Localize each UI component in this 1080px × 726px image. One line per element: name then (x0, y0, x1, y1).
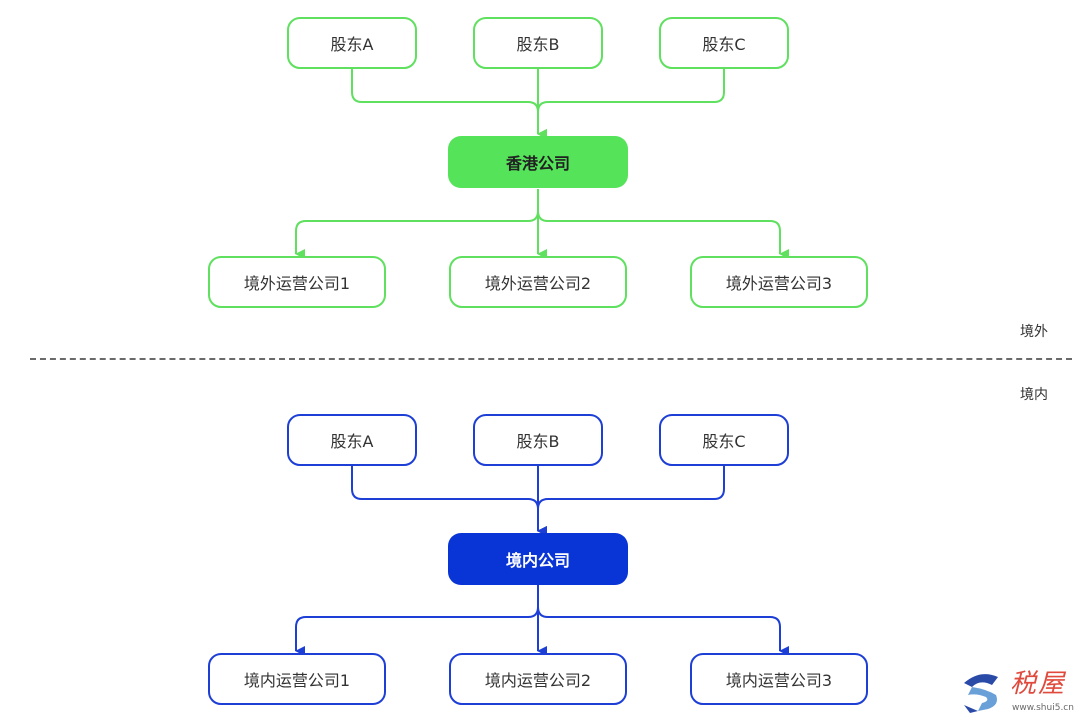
domestic-shareholder-b: 股东B (473, 414, 603, 466)
connector-shareholder-a-to-domestic (351, 466, 547, 536)
domestic-operating-company-3: 境内运营公司3 (690, 653, 868, 705)
region-label-domestic: 境内 (1020, 387, 1048, 403)
overseas-operating-company-1: 境外运营公司1 (208, 256, 386, 308)
watermark-url: www.shui5.cn (1012, 703, 1074, 713)
overseas-operating-company-3: 境外运营公司3 (690, 256, 868, 308)
overseas-shareholder-a: 股东A (287, 17, 417, 69)
overseas-shareholder-b: 股东B (473, 17, 603, 69)
connector-domestic-to-op3 (537, 585, 789, 656)
overseas-shareholder-c: 股东C (659, 17, 789, 69)
domestic-shareholder-a: 股东A (287, 414, 417, 466)
connector-shareholder-a-to-hk (351, 69, 547, 139)
domestic-company-node: 境内公司 (448, 533, 628, 585)
watermark-text: 税屋 (1010, 669, 1067, 699)
domestic-operating-company-2: 境内运营公司2 (449, 653, 627, 705)
border-divider (30, 358, 1072, 360)
domestic-operating-company-1: 境内运营公司1 (208, 653, 386, 705)
overseas-operating-company-2: 境外运营公司2 (449, 256, 627, 308)
region-label-overseas: 境外 (1020, 324, 1048, 340)
connector-hk-to-op1 (295, 189, 539, 259)
connector-domestic-to-op1 (295, 585, 539, 656)
domestic-shareholder-c: 股东C (659, 414, 789, 466)
watermark: 税屋 www.shui5.cn (958, 665, 1076, 719)
connector-shareholder-c-to-domestic (537, 466, 725, 536)
watermark-s-logo-icon (964, 674, 998, 713)
connector-hk-to-op3 (537, 189, 789, 259)
connector-shareholder-c-to-hk (537, 69, 725, 139)
hong-kong-company-node: 香港公司 (448, 136, 628, 188)
